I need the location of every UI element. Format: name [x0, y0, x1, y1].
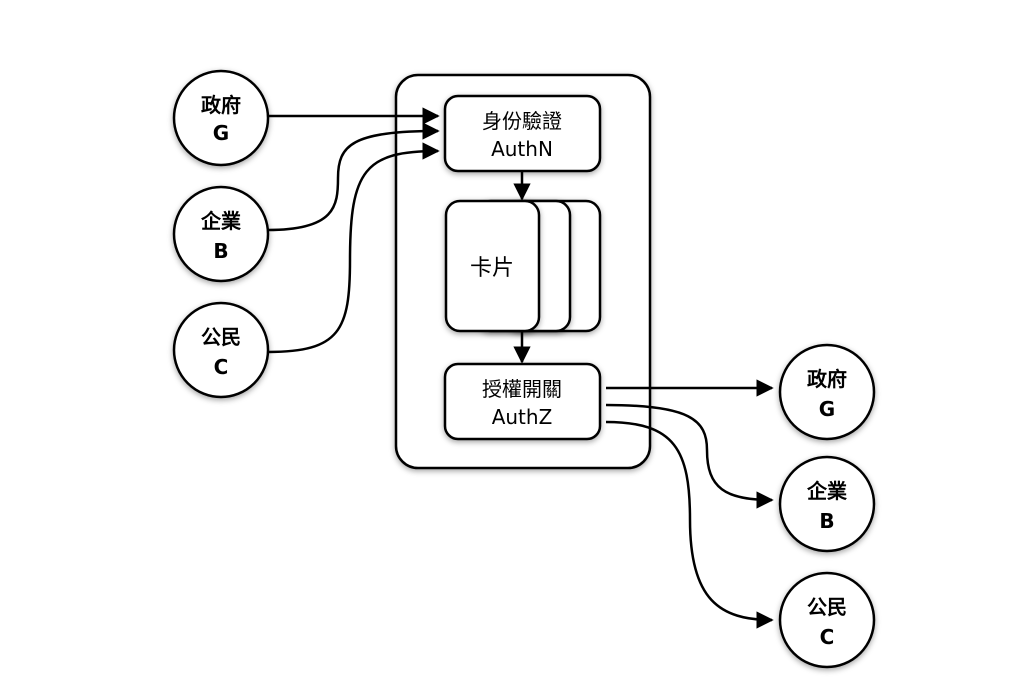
input-node-citizen-code: C [214, 355, 229, 379]
authn-box: 身份驗證 AuthN [443, 94, 602, 173]
output-node-citizen-label: 公民 [807, 595, 847, 619]
input-node-citizen: 公民 C [172, 301, 270, 399]
arrow-citizen-to-authn [267, 142, 440, 354]
card-stack: 卡片 [444, 199, 602, 333]
arrow-authz-to-business [605, 403, 774, 509]
output-node-government-code: G [819, 397, 835, 421]
authz-box: 授權開關 AuthZ [443, 362, 602, 441]
output-node-citizen: 公民 C [778, 571, 876, 669]
input-node-government-label: 政府 [201, 93, 241, 117]
arrow-business-to-authn [267, 122, 440, 232]
authn-label: 身份驗證 [482, 109, 562, 133]
output-node-business-code: B [819, 509, 834, 533]
arrow-authz-to-citizen [605, 420, 774, 629]
input-node-citizen-label: 公民 [201, 325, 241, 349]
authz-code: AuthZ [492, 405, 553, 429]
output-node-business: 企業 B [778, 455, 876, 553]
input-node-government-code: G [213, 121, 229, 145]
output-node-business-label: 企業 [806, 479, 848, 503]
input-node-business: 企業 B [172, 185, 270, 283]
input-node-government: 政府 G [172, 69, 270, 167]
output-node-government: 政府 G [778, 343, 876, 441]
output-node-government-label: 政府 [807, 367, 847, 391]
input-node-business-label: 企業 [200, 209, 242, 233]
authn-code: AuthN [491, 137, 553, 161]
authz-label: 授權開關 [482, 377, 562, 401]
input-node-business-code: B [213, 239, 228, 263]
card-label: 卡片 [470, 256, 514, 281]
output-node-citizen-code: C [820, 625, 835, 649]
card-front [444, 199, 541, 333]
